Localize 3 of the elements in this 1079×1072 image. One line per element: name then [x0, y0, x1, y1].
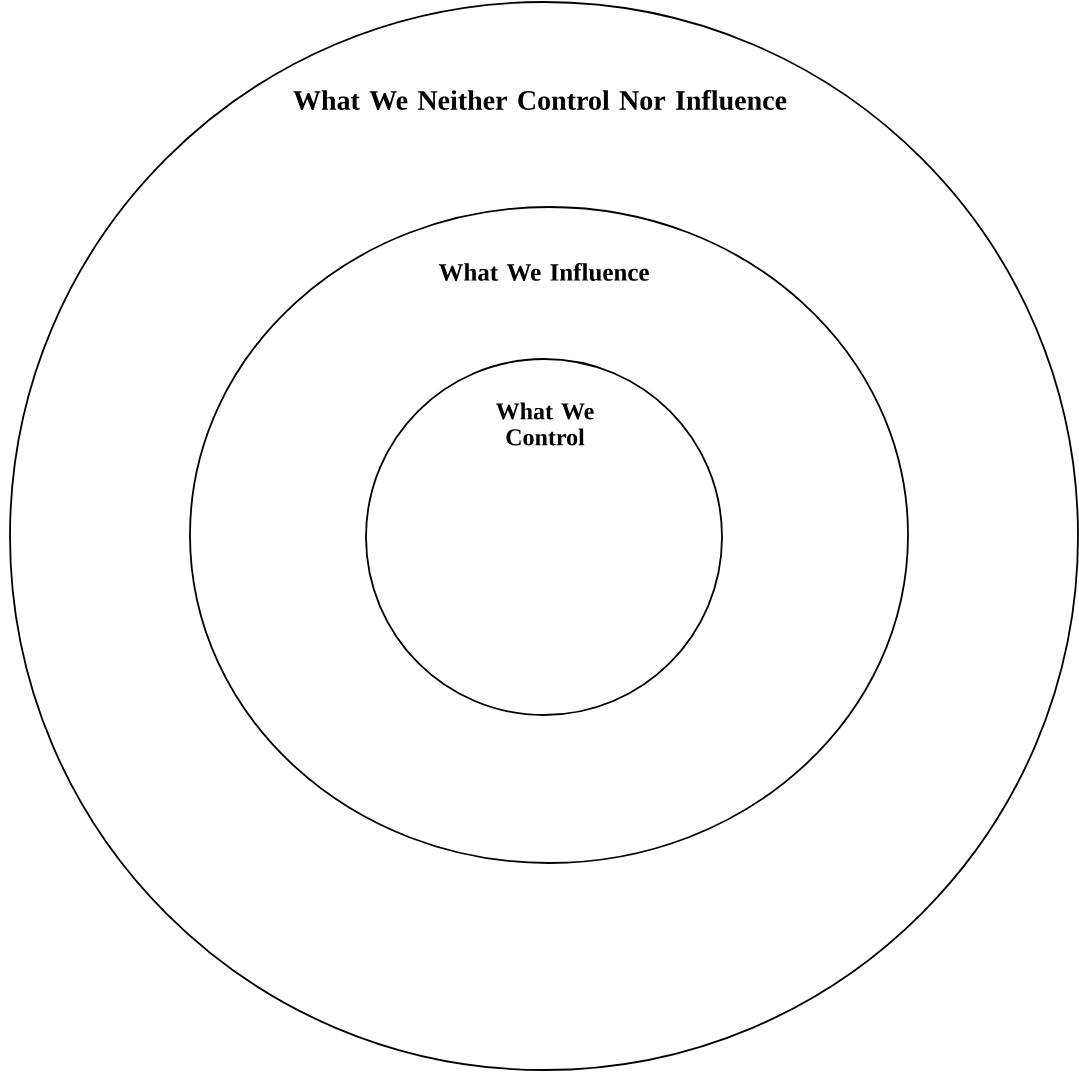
ring-label: What We Control	[496, 402, 594, 446]
ring-label: What We Influence	[438, 263, 649, 281]
ring-label: What We Neither Control Nor Influence	[293, 89, 787, 111]
